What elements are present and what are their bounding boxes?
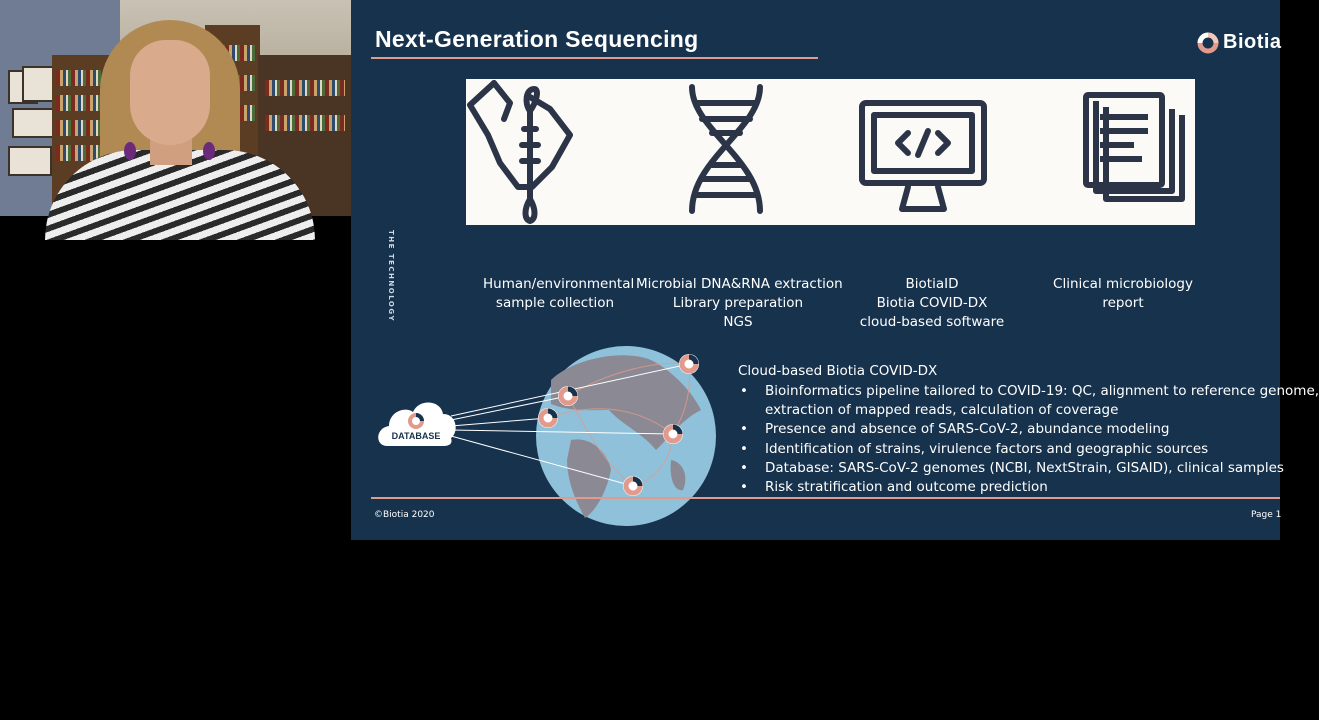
dna-helix-icon [689, 84, 763, 214]
earring [124, 142, 136, 160]
step-clinical-report: Clinical microbiology report [1051, 275, 1195, 313]
step-biotia-software: BiotiaID Biotia COVID-DX cloud-based sof… [856, 275, 1008, 332]
step-line: Human/environmental [483, 276, 635, 292]
bullet-item: Identification of strains, virulence fac… [738, 440, 1319, 459]
cloud-heading: Cloud-based Biotia COVID-DX [738, 363, 938, 379]
step-line: Clinical microbiology [1053, 276, 1193, 292]
database-cloud-icon: DATABASE [378, 402, 456, 446]
step-line: Microbial DNA&RNA extraction [636, 276, 843, 292]
report-documents-icon [1083, 92, 1185, 202]
presenter-face [130, 40, 210, 145]
step-line: Library preparation [672, 295, 804, 311]
shelf-items [265, 80, 345, 96]
location-markers [538, 354, 699, 496]
database-label: DATABASE [392, 431, 441, 441]
bullet-item: Bioinformatics pipeline tailored to COVI… [738, 382, 1319, 401]
bullet-item: Database: SARS-CoV-2 genomes (NCBI, Next… [738, 459, 1319, 478]
step-line: NGS [723, 314, 753, 330]
step-line: Biotia COVID-DX [876, 295, 988, 311]
bullet-item: Presence and absence of SARS-CoV-2, abun… [738, 420, 1319, 439]
swab-sample-icon [467, 80, 573, 224]
bullet-continuation: extraction of mapped reads, calculation … [765, 402, 1119, 419]
wall-picture [12, 108, 56, 138]
logo-text: Biotia [1223, 31, 1282, 53]
step-line: cloud-based software [859, 314, 1005, 330]
bullet-item: Risk stratification and outcome predicti… [738, 478, 1319, 497]
footer-page-number: Page 1 [1251, 510, 1282, 520]
step-line: sample collection [495, 295, 615, 311]
step-extraction-ngs: Microbial DNA&RNA extraction Library pre… [636, 275, 843, 332]
globe-database-illustration: DATABASE [378, 346, 716, 526]
shelf-items [265, 115, 345, 131]
presentation-slide: Next-Generation Sequencing Biotia THE TE… [351, 0, 1319, 540]
presenter-torso [45, 150, 315, 240]
wall-picture [22, 66, 54, 102]
webcam-video-feed [0, 0, 351, 240]
biotia-logo-mark-icon [1197, 32, 1219, 53]
step-sample-collection: Human/environmental sample collection [483, 275, 635, 313]
step-line: report [1102, 295, 1144, 311]
code-monitor-icon [859, 100, 987, 212]
earring [203, 142, 215, 160]
step-line: BiotiaID [905, 276, 959, 292]
title-underline [371, 57, 818, 59]
feature-bullet-list: Bioinformatics pipeline tailored to COVI… [738, 382, 1319, 497]
slide-title: Next-Generation Sequencing [375, 26, 699, 52]
footer-divider [371, 497, 1280, 499]
workflow-icon-strip [466, 79, 1195, 225]
biotia-logo: Biotia [1197, 31, 1282, 54]
footer-copyright: ©Biotia 2020 [374, 510, 435, 520]
section-label: THE TECHNOLOGY [387, 230, 395, 323]
wall-picture [8, 146, 52, 176]
